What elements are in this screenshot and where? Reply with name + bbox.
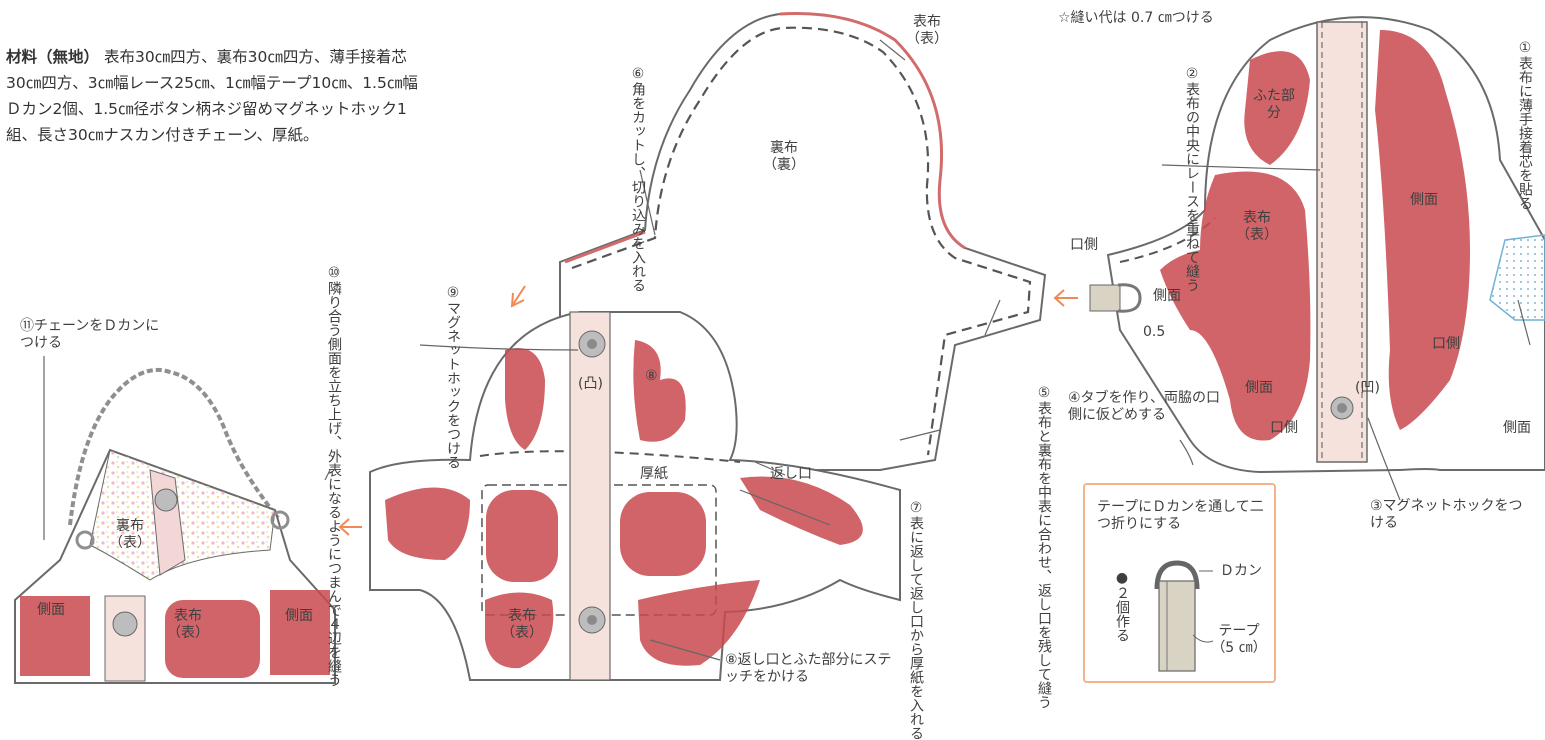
label-kaeshiguchi: 返し口: [770, 466, 812, 482]
dimension-label: 0.5: [1143, 324, 1166, 340]
label-atsugami: 厚紙: [640, 466, 668, 482]
label-omote-mid: 表布（表）: [501, 608, 543, 641]
step10-label: ⑩隣り合う側面を立ち上げ、外表になるようにつまんで４辺を縫う: [326, 265, 342, 687]
leader-lines: [43, 39, 1531, 661]
label-sokumen-bag-l: 側面: [37, 602, 65, 618]
step5-label: ⑤表布と裏布を中表に合わせ、返し口を残して縫う: [1036, 385, 1052, 709]
finished-bag: [14, 367, 336, 684]
materials-heading: 材料（無地）: [6, 48, 100, 66]
step7-label: ⑦表に返して返し口から厚紙を入れる: [908, 500, 924, 740]
label-totsu: (凸): [578, 376, 603, 392]
label-omote-right: 表布（表）: [1236, 210, 1278, 243]
flow-arrows: [338, 285, 1078, 536]
label-kuchigawa-1: 口側: [1070, 237, 1098, 253]
step11-label: ⑪チェーンをＤカンにつける: [20, 318, 160, 351]
tab-instruction-text: テープにＤカンを通して二つ折りにする: [1097, 499, 1264, 532]
label-sokumen-2: 側面: [1153, 288, 1181, 304]
turned-piece: [369, 311, 901, 681]
label-kuchigawa-3: 口側: [1270, 420, 1298, 436]
tab-drawing: [1154, 560, 1214, 672]
tab-count-label: ●２個作る: [1114, 570, 1130, 642]
label-ou: (凹): [1355, 380, 1380, 396]
step1-label: ①表布に薄手接着芯を貼る: [1517, 40, 1533, 210]
label-omote-top: 表布（表）: [906, 14, 948, 47]
outer-fabric-panel: [1089, 16, 1545, 474]
label-urafu-ura: 裏布（裏）: [763, 140, 805, 173]
label-futa: ふた部分: [1253, 88, 1295, 121]
step2-label: ②表布の中央にレースを重ねて縫う: [1184, 66, 1200, 292]
label-sokumen-1: 側面: [1410, 192, 1438, 208]
step6-label: ⑥角をカットし、切り込みを入れる: [630, 66, 646, 292]
label-sokumen-3: 側面: [1245, 380, 1273, 396]
step8-mark: ⑧: [645, 368, 658, 384]
label-sokumen-bag-r: 側面: [285, 608, 313, 624]
step3-label: ③マグネットホックをつける: [1370, 498, 1523, 531]
sewing-diagram: 材料（無地） 表布30㎝四方、裏布30㎝四方、薄手接着芯30㎝四方、3㎝幅レース…: [6, 10, 1545, 740]
step4-label: ④タブを作り、両脇の口側に仮どめする: [1068, 390, 1220, 423]
label-urafu-bag: 裏布（表）: [109, 518, 151, 551]
tape-label: テープ（5 ㎝）: [1211, 623, 1267, 656]
step8-label: ⑧返し口とふた部分にステッチをかける: [725, 652, 892, 685]
label-omote-bag: 表布（表）: [167, 608, 209, 641]
illustration: [14, 12, 1545, 684]
step9-label: ⑨マグネットホックをつける: [445, 285, 461, 469]
label-kuchigawa-2: 口側: [1432, 336, 1460, 352]
label-sokumen-4: 側面: [1503, 420, 1531, 436]
seam-allowance-note: ☆縫い代は 0.7 ㎝つける: [1058, 10, 1214, 26]
materials-list: 材料（無地） 表布30㎝四方、裏布30㎝四方、薄手接着芯30㎝四方、3㎝幅レース…: [6, 44, 418, 148]
tab-instruction-box: テープにＤカンを通して二つ折りにする Ｄカン テープ（5 ㎝）: [1083, 483, 1276, 683]
d-can-label: Ｄカン: [1220, 563, 1262, 579]
materials-body: 表布30㎝四方、裏布30㎝四方、薄手接着芯30㎝四方、3㎝幅レース25㎝、1㎝幅…: [6, 48, 418, 144]
